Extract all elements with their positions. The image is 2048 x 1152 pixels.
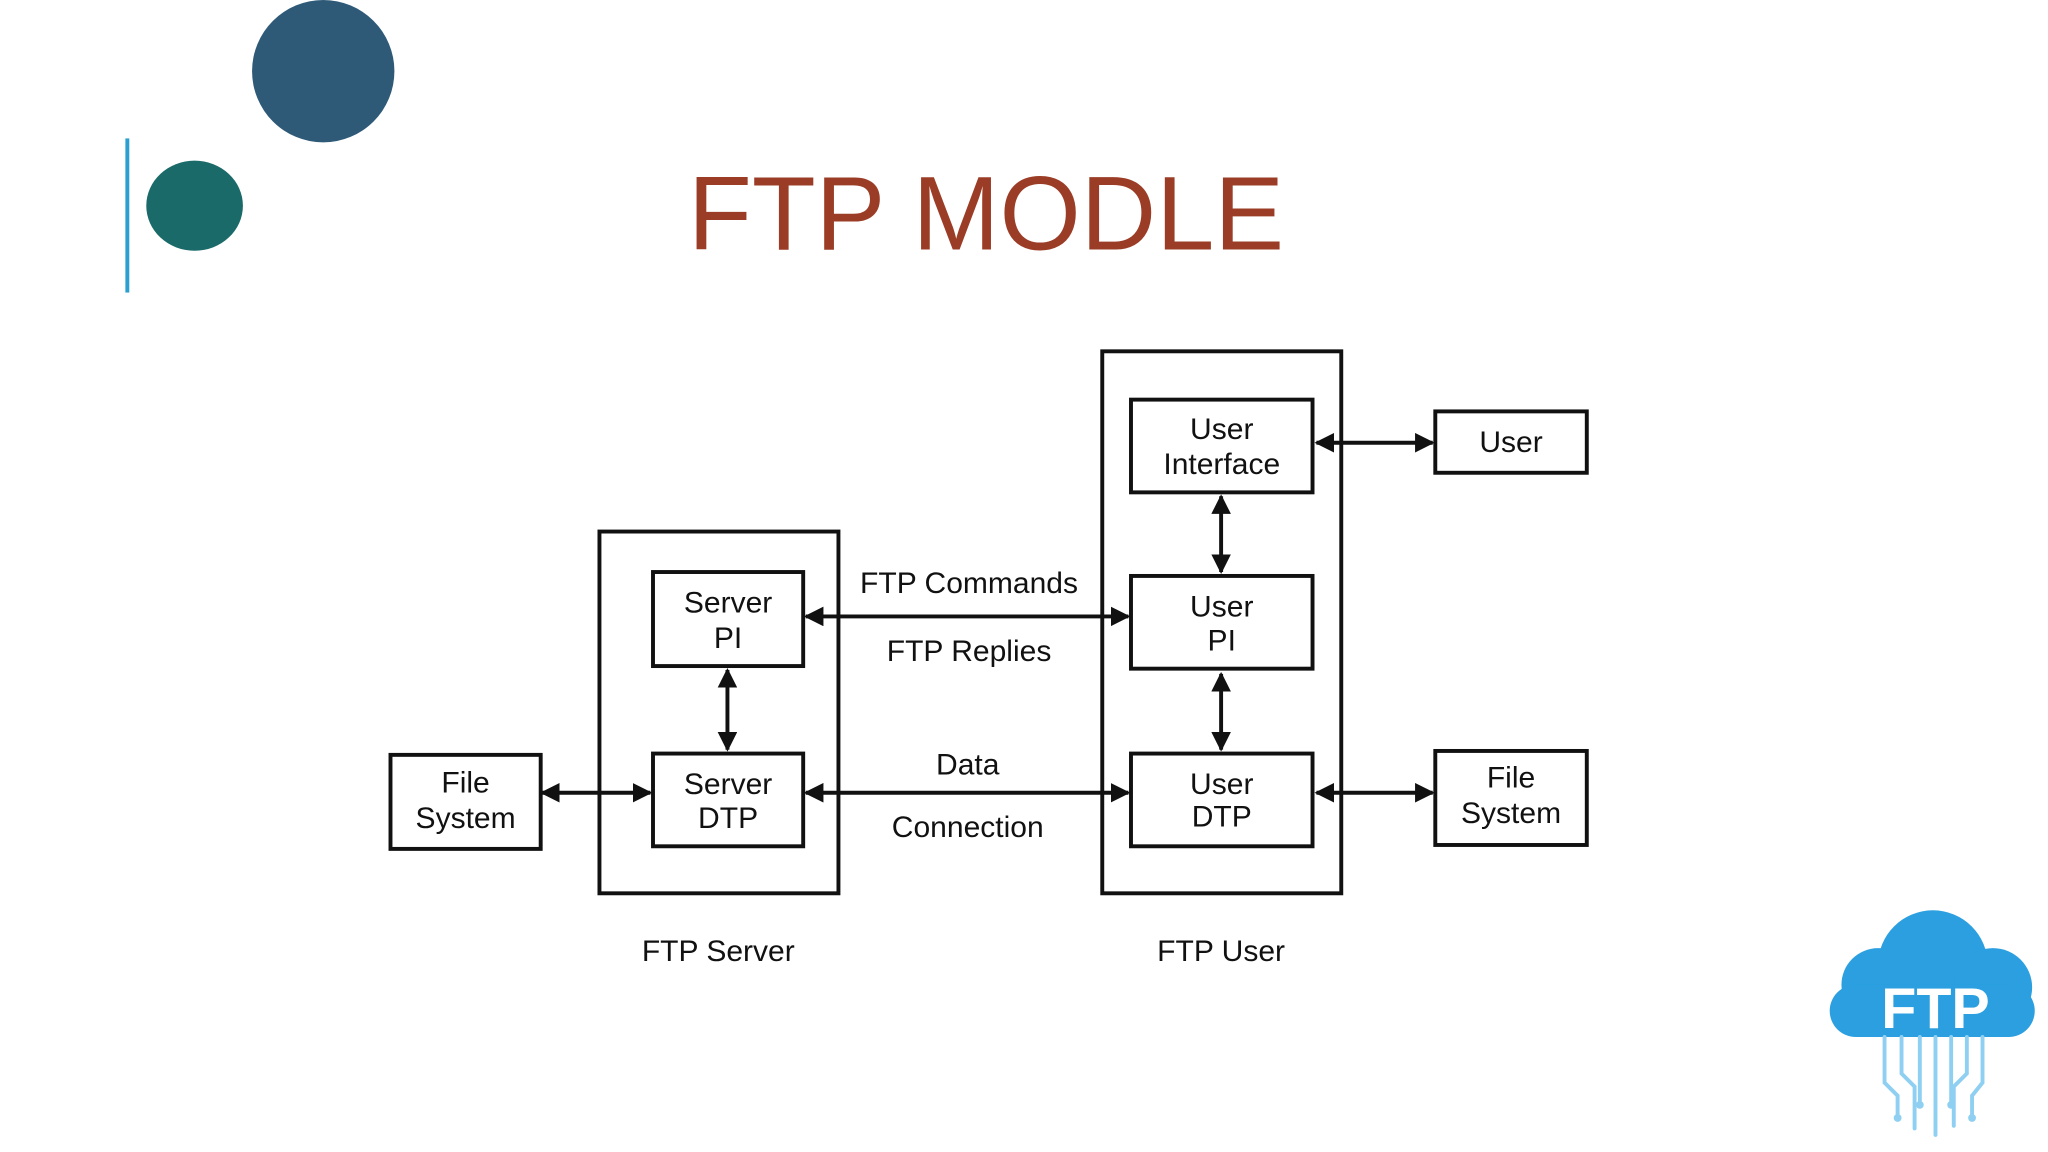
server-file-system-box: File System [388,752,543,851]
server-fs-label-line1: File [441,767,489,800]
user-fs-label-line2: System [1461,797,1561,830]
ftp-commands-label: FTP Commands [860,567,1078,600]
user-dtp-label-line2: DTP [1192,801,1252,834]
connection-label: Connection [892,811,1044,844]
data-label: Data [936,748,1000,781]
user-pi-label-line1: User [1190,590,1253,623]
user-interface-label-line2: Interface [1163,448,1280,481]
decorative-circle-small [146,160,243,251]
ftp-user-caption: FTP User [1157,935,1285,968]
user-label: User [1479,426,1542,459]
ftp-replies-label: FTP Replies [887,635,1052,668]
cloud-ftp-icon: FTP [1829,910,2035,1137]
user-interface-label-line1: User [1190,413,1253,446]
user-box: User [1433,409,1589,475]
server-pi-box: Server PI [651,570,806,669]
ftp-server-caption: FTP Server [642,935,795,968]
slide-title: FTP MODLE [688,155,1285,272]
server-fs-label-line2: System [416,802,516,835]
user-pi-box: User PI [1129,573,1315,671]
server-pi-label-line2: PI [714,622,742,655]
user-fs-label-line1: File [1487,762,1535,795]
server-dtp-label-line2: DTP [698,802,758,835]
user-interface-box: User Interface [1129,397,1315,495]
accent-line [125,138,130,293]
user-file-system-box: File System [1433,748,1589,847]
ftp-server-group [597,529,841,896]
user-pi-label-line2: PI [1208,624,1236,657]
user-dtp-label-line1: User [1190,768,1253,801]
server-pi-label-line1: Server [684,587,772,620]
user-dtp-box: User DTP [1129,751,1315,849]
server-dtp-label-line1: Server [684,768,772,801]
server-dtp-box: Server DTP [651,751,806,849]
decorative-circle-large [252,0,395,143]
logo-text: FTP [1881,977,1990,1041]
